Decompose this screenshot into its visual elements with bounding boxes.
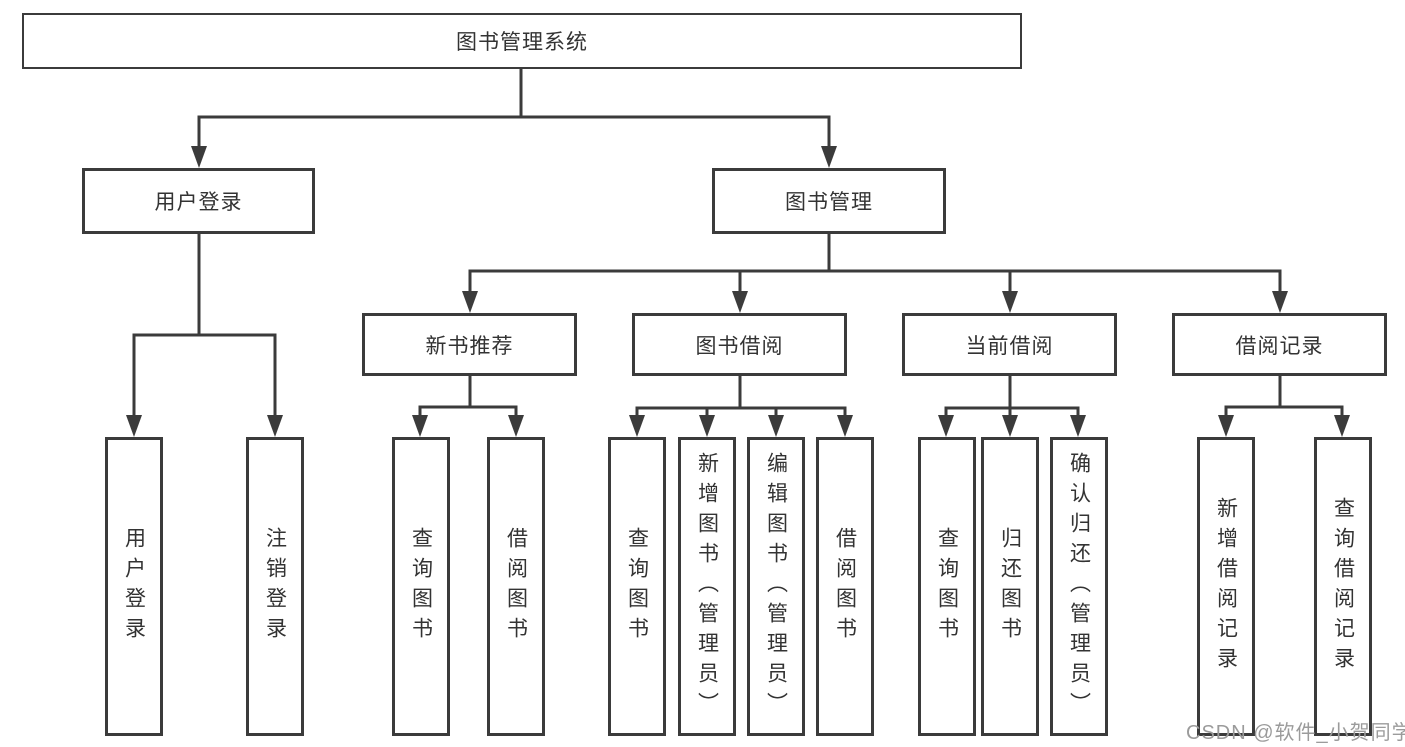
leaf-current-query-books: 查询图书: [918, 437, 976, 736]
node-borrowing-records: 借阅记录: [1172, 313, 1387, 376]
node-library-management-system: 图书管理系统: [22, 13, 1022, 69]
connector-user-login-branch: [132, 232, 277, 430]
node-book-borrowing: 图书借阅: [632, 313, 847, 376]
csdn-watermark: CSDN @软件_小贺同学: [1186, 722, 1405, 744]
leaf-records-query-borrow-record: 查询借阅记录: [1314, 437, 1372, 736]
arrowhead: [191, 146, 207, 168]
leaf-current-confirm-return-admin: 确认归还（管理员）: [1050, 437, 1108, 736]
node-label: 用户登录: [154, 191, 243, 214]
node-new-book-recommend: 新书推荐: [362, 313, 577, 376]
leaf-label: 新增图书（管理员）: [695, 451, 719, 722]
node-label: 图书借阅: [695, 334, 784, 358]
arrowhead: [732, 291, 748, 313]
leaf-recommend-borrow-books: 借阅图书: [487, 437, 545, 736]
arrowhead: [267, 415, 283, 437]
leaf-label: 新增借阅记录: [1214, 496, 1238, 677]
leaf-label: 查询图书: [625, 526, 649, 647]
node-label: 当前借阅: [965, 334, 1054, 358]
arrowhead: [412, 415, 428, 437]
leaf-user-login: 用户登录: [105, 437, 163, 736]
arrowhead: [462, 291, 478, 313]
leaf-borrowing-add-books-admin: 新增图书（管理员）: [678, 437, 736, 736]
arrowhead: [699, 415, 715, 437]
node-user-login: 用户登录: [82, 168, 315, 234]
arrowhead: [1070, 415, 1086, 437]
node-book-management: 图书管理: [712, 168, 946, 234]
leaf-label: 注销登录: [263, 526, 287, 647]
leaf-records-add-borrow-record: 新增借阅记录: [1197, 437, 1255, 736]
arrowhead: [629, 415, 645, 437]
connector-book-management-branch: [468, 232, 1282, 307]
arrowhead: [837, 415, 853, 437]
leaf-label: 查询图书: [409, 526, 433, 647]
leaf-current-return-books: 归还图书: [981, 437, 1039, 736]
arrowhead: [1272, 291, 1288, 313]
leaf-borrowing-borrow-books: 借阅图书: [816, 437, 874, 736]
leaf-recommend-query-books: 查询图书: [392, 437, 450, 736]
leaf-label: 归还图书: [998, 526, 1022, 647]
leaf-logout: 注销登录: [246, 437, 304, 736]
node-label: 图书管理系统: [456, 31, 588, 54]
leaf-label: 借阅图书: [504, 526, 528, 647]
node-current-borrowing: 当前借阅: [902, 313, 1117, 376]
leaf-label: 借阅图书: [833, 526, 857, 647]
arrowhead: [1002, 415, 1018, 437]
arrowhead: [1218, 415, 1234, 437]
leaf-label: 编辑图书（管理员）: [764, 451, 788, 722]
connector-new-book-branch: [418, 374, 518, 430]
connector-root-to-level1: [197, 67, 831, 162]
leaf-label: 确认归还（管理员）: [1067, 451, 1091, 722]
arrowhead: [508, 415, 524, 437]
leaf-label: 查询图书: [935, 526, 959, 647]
arrowhead: [1002, 291, 1018, 313]
arrowhead: [1334, 415, 1350, 437]
arrowhead: [126, 415, 142, 437]
arrowhead: [938, 415, 954, 437]
leaf-borrowing-query-books: 查询图书: [608, 437, 666, 736]
leaf-borrowing-edit-books-admin: 编辑图书（管理员）: [747, 437, 805, 736]
node-label: 借阅记录: [1235, 334, 1324, 358]
node-label: 新书推荐: [425, 334, 514, 358]
leaf-label: 查询借阅记录: [1331, 496, 1355, 677]
arrowhead: [768, 415, 784, 437]
connector-book-borrowing-branch: [635, 374, 847, 430]
connector-borrowing-records-branch: [1224, 374, 1344, 430]
node-label: 图书管理: [785, 191, 873, 214]
arrowhead: [821, 146, 837, 168]
leaf-label: 用户登录: [122, 526, 146, 647]
